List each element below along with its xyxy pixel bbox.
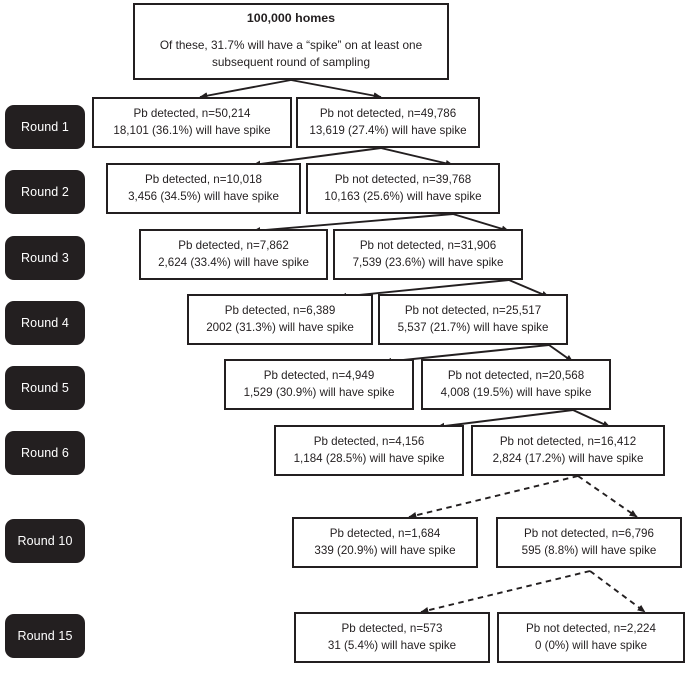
node-round-6-detected: Pb detected, n=4,156 1,184 (28.5%) will … — [274, 425, 464, 476]
edge-r5nd-to-r6-detected — [436, 409, 574, 430]
node-line-2: 2,624 (33.4%) will have spike — [158, 255, 309, 269]
node-line-2: 13,619 (27.4%) will have spike — [309, 123, 467, 137]
node-root: 100,000 homes Of these, 31.7% will have … — [133, 3, 449, 80]
edge-r1nd-to-r2-detected — [252, 147, 382, 168]
node-round-4-not-detected: Pb not detected, n=25,517 5,537 (21.7%) … — [378, 294, 568, 345]
edge-root-to-r1-notdetected — [290, 79, 382, 99]
edge-r2nd-to-r3-notdetected — [452, 213, 510, 233]
node-line-2: 2002 (31.3%) will have spike — [206, 320, 354, 334]
node-line-2: 31 (5.4%) will have spike — [327, 638, 457, 652]
node-round-1-not-detected: Pb not detected, n=49,786 13,619 (27.4%)… — [296, 97, 480, 148]
edge-r6nd-to-r10-notdetected — [577, 475, 638, 518]
node-line-2: 0 (0%) will have spike — [534, 638, 648, 652]
node-line-1: Pb not detected, n=16,412 — [499, 434, 637, 448]
node-line-2: 4,008 (19.5%) will have spike — [440, 385, 592, 399]
node-round-6-not-detected: Pb not detected, n=16,412 2,824 (17.2%) … — [471, 425, 665, 476]
round-label-6: Round 6 — [21, 446, 69, 460]
node-line-1: Pb not detected, n=2,224 — [526, 621, 656, 635]
round-label-4: Round 4 — [21, 316, 69, 330]
round-label-3: Round 3 — [21, 251, 69, 265]
edge-r10nd-to-r15-detected — [420, 570, 591, 614]
node-round-3-detected: Pb detected, n=7,862 2,624 (33.4%) will … — [139, 229, 328, 280]
round-label-10: Round 10 — [17, 534, 73, 548]
node-line-2: 18,101 (36.1%) will have spike — [113, 123, 271, 137]
node-round-5-not-detected: Pb not detected, n=20,568 4,008 (19.5%) … — [421, 359, 611, 410]
node-round-1-detected: Pb detected, n=50,214 18,101 (36.1%) wil… — [92, 97, 292, 148]
node-round-10-detected: Pb detected, n=1,684 339 (20.9%) will ha… — [292, 517, 478, 568]
round-pill-10: Round 10 — [5, 519, 85, 563]
round-label-5: Round 5 — [21, 381, 69, 395]
node-round-4-detected: Pb detected, n=6,389 2002 (31.3%) will h… — [187, 294, 373, 345]
node-line-2: 1,184 (28.5%) will have spike — [293, 451, 445, 465]
edge-r1nd-to-r2-notdetected — [380, 147, 454, 167]
node-line-2: 339 (20.9%) will have spike — [314, 543, 456, 557]
node-line-2: 595 (8.8%) will have spike — [521, 543, 657, 557]
root-subtitle: Of these, 31.7% will have a “spike” on a… — [159, 37, 423, 70]
round-pill-6: Round 6 — [5, 431, 85, 475]
edge-r5nd-to-r6-notdetected — [572, 409, 611, 428]
node-line-2: 7,539 (23.6%) will have spike — [352, 255, 504, 269]
round-pill-4: Round 4 — [5, 301, 85, 345]
round-pill-5: Round 5 — [5, 366, 85, 410]
node-line-1: Pb detected, n=6,389 — [224, 303, 336, 317]
node-line-2: 10,163 (25.6%) will have spike — [324, 189, 482, 203]
node-line-1: Pb not detected, n=6,796 — [524, 526, 654, 540]
round-label-1: Round 1 — [21, 120, 69, 134]
node-line-1: Pb not detected, n=39,768 — [334, 172, 472, 186]
node-line-1: Pb not detected, n=49,786 — [319, 106, 457, 120]
node-line-1: Pb detected, n=10,018 — [144, 172, 262, 186]
root-title: 100,000 homes — [246, 11, 336, 26]
round-pill-1: Round 1 — [5, 105, 85, 149]
node-round-3-not-detected: Pb not detected, n=31,906 7,539 (23.6%) … — [333, 229, 523, 280]
round-label-2: Round 2 — [21, 185, 69, 199]
node-round-2-detected: Pb detected, n=10,018 3,456 (34.5%) will… — [106, 163, 301, 214]
node-round-10-not-detected: Pb not detected, n=6,796 595 (8.8%) will… — [496, 517, 682, 568]
node-line-2: 5,537 (21.7%) will have spike — [397, 320, 549, 334]
edge-r10nd-to-r15-notdetected — [589, 570, 646, 613]
node-line-1: Pb detected, n=50,214 — [133, 106, 251, 120]
edge-root-to-r1-detected — [199, 79, 292, 99]
node-line-1: Pb detected, n=1,684 — [329, 526, 441, 540]
round-pill-15: Round 15 — [5, 614, 85, 658]
node-round-15-not-detected: Pb not detected, n=2,224 0 (0%) will hav… — [497, 612, 685, 663]
node-round-2-not-detected: Pb not detected, n=39,768 10,163 (25.6%)… — [306, 163, 500, 214]
node-line-1: Pb detected, n=7,862 — [178, 238, 289, 252]
node-line-1: Pb not detected, n=20,568 — [447, 368, 585, 382]
round-label-15: Round 15 — [17, 629, 73, 643]
node-line-2: 1,529 (30.9%) will have spike — [243, 385, 395, 399]
node-line-1: Pb detected, n=4,949 — [263, 368, 375, 382]
node-line-1: Pb not detected, n=31,906 — [359, 238, 497, 252]
round-pill-3: Round 3 — [5, 236, 85, 280]
node-line-2: 2,824 (17.2%) will have spike — [492, 451, 644, 465]
round-pill-2: Round 2 — [5, 170, 85, 214]
node-line-2: 3,456 (34.5%) will have spike — [128, 189, 279, 203]
node-round-5-detected: Pb detected, n=4,949 1,529 (30.9%) will … — [224, 359, 414, 410]
edge-r2nd-to-r3-detected — [252, 213, 454, 234]
node-line-1: Pb detected, n=573 — [341, 621, 443, 635]
edge-r6nd-to-r10-detected — [408, 475, 579, 519]
node-line-1: Pb detected, n=4,156 — [313, 434, 425, 448]
node-round-15-detected: Pb detected, n=573 31 (5.4%) will have s… — [294, 612, 490, 663]
node-line-1: Pb not detected, n=25,517 — [404, 303, 542, 317]
